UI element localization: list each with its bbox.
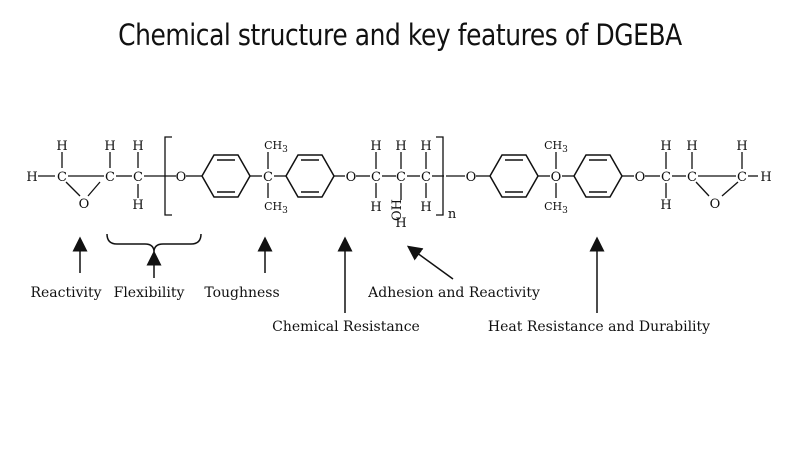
atom-o: O bbox=[551, 170, 562, 185]
atom-c: C bbox=[371, 170, 381, 185]
atom-h: H bbox=[420, 139, 431, 154]
atom-h: H bbox=[56, 139, 67, 154]
atom-h: H bbox=[132, 139, 143, 154]
heat-resistance-label: Heat Resistance and Durability bbox=[488, 319, 710, 335]
atom-c: C bbox=[737, 170, 747, 185]
diagram-title: Chemical structure and key features of D… bbox=[118, 18, 682, 52]
repeat-count-n: n bbox=[448, 207, 457, 222]
methyl-group: CH3 bbox=[544, 200, 568, 216]
atom-h: H bbox=[26, 170, 37, 185]
atom-h: H bbox=[104, 139, 115, 154]
atom-c: C bbox=[263, 170, 273, 185]
reactivity-label: Reactivity bbox=[30, 285, 101, 301]
atom-h: H bbox=[370, 139, 381, 154]
atom-c: C bbox=[396, 170, 406, 185]
atom-h: H bbox=[420, 200, 431, 215]
atom-h: H bbox=[686, 139, 697, 154]
atom-c: C bbox=[133, 170, 143, 185]
methyl-group: CH3 bbox=[264, 139, 288, 155]
hydroxyl-group: OH bbox=[390, 199, 405, 221]
adhesion-arrow bbox=[406, 245, 454, 280]
methyl-group: CH3 bbox=[264, 200, 288, 216]
methyl-group: CH3 bbox=[544, 139, 568, 155]
atom-h: H bbox=[736, 139, 747, 154]
atom-h: H bbox=[395, 139, 406, 154]
feature-arrows bbox=[72, 233, 605, 313]
atom-h: H bbox=[132, 198, 143, 213]
chemical-resistance-label: Chemical Resistance bbox=[272, 319, 420, 335]
atom-h: H bbox=[760, 170, 771, 185]
atom-c: C bbox=[105, 170, 115, 185]
atom-c: C bbox=[661, 170, 671, 185]
atom-o: O bbox=[710, 197, 721, 212]
atom-h: H bbox=[660, 198, 671, 213]
adhesion-label: Adhesion and Reactivity bbox=[367, 285, 540, 301]
atom-o: O bbox=[79, 197, 90, 212]
toughness-label: Toughness bbox=[204, 285, 279, 301]
atom-o: O bbox=[635, 170, 646, 185]
atom-o: O bbox=[466, 170, 477, 185]
atom-h: H bbox=[370, 200, 381, 215]
atom-o: O bbox=[346, 170, 357, 185]
flexibility-brace bbox=[106, 233, 202, 253]
feature-labels: Reactivity Flexibility Toughness Adhesio… bbox=[30, 285, 710, 335]
molecule-bonds bbox=[38, 136, 758, 216]
atom-h: H bbox=[660, 139, 671, 154]
atom-c: C bbox=[687, 170, 697, 185]
atom-h: H bbox=[395, 216, 406, 231]
molecule-atoms: H H C O H C H C H O CH3 C CH3 O H C H H … bbox=[26, 139, 771, 231]
flexibility-label: Flexibility bbox=[114, 285, 185, 301]
atom-c: C bbox=[421, 170, 431, 185]
atom-o: O bbox=[176, 170, 187, 185]
atom-c: C bbox=[57, 170, 67, 185]
